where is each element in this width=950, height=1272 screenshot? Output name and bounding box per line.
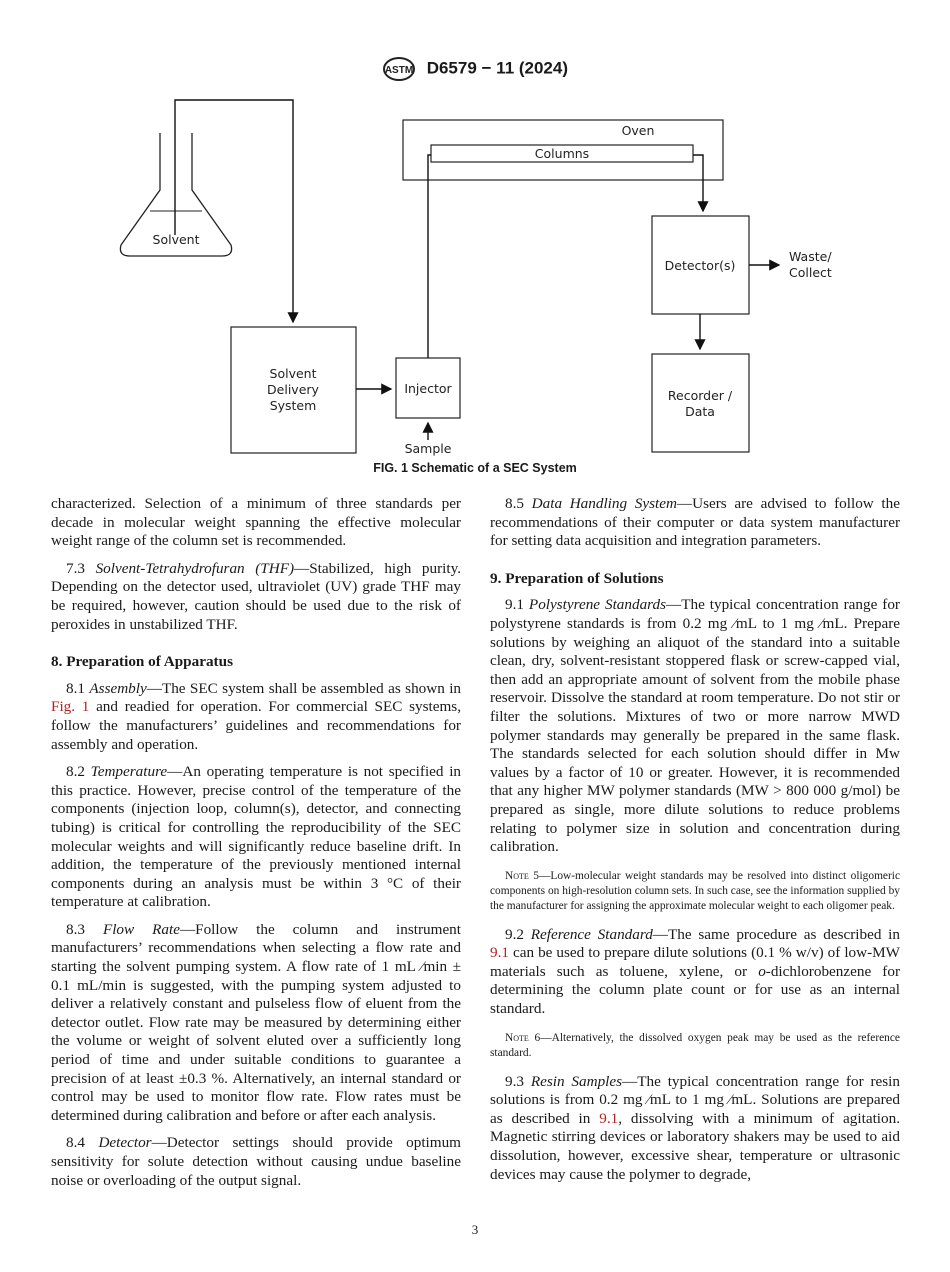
- astm-logo-icon: ASTM: [382, 57, 415, 81]
- sec-system-schematic: Solvent Oven Columns Detector(s) Waste/ …: [119, 99, 832, 456]
- paragraph-8-4: 8.4 Detector—Detector settings should pr…: [51, 1134, 461, 1189]
- oven-box: [402, 119, 724, 181]
- sds-label-3: System: [270, 398, 317, 413]
- oven-label: Oven: [622, 123, 655, 138]
- left-column: characterized. Selection of a minimum of…: [51, 495, 461, 1199]
- paragraph-7-2-continued: characterized. Selection of a minimum of…: [51, 495, 461, 550]
- paragraph-8-2: 8.2 Temperature—An operating temperature…: [51, 763, 462, 911]
- solvent-line: [174, 99, 299, 324]
- note-5: Note 5—Low-molecular weight standards ma…: [490, 869, 900, 912]
- paragraph-8-1: 8.1 Assembly—The SEC system shall be ass…: [51, 679, 462, 753]
- recorder-label-1: Recorder /: [668, 388, 733, 403]
- injector-box: [395, 357, 461, 419]
- injector-label: Injector: [404, 381, 452, 396]
- detector-label: Detector(s): [665, 258, 736, 273]
- figure-caption: FIG. 1 Schematic of a SEC System: [373, 461, 577, 475]
- paragraph-8-5: 8.5 Data Handling System—Users are advis…: [490, 495, 900, 550]
- svg-text:ASTM: ASTM: [385, 65, 413, 76]
- columns-box: [430, 144, 694, 163]
- sample-label: Sample: [405, 441, 452, 456]
- paragraph-9-3: 9.3 Resin Samples—The typical concentrat…: [490, 1072, 900, 1183]
- paragraph-8-3: 8.3 Flow Rate—Follow the column and inst…: [51, 920, 461, 1124]
- page-header: ASTM D6579 − 11 (2024): [0, 56, 950, 82]
- solvent-delivery-box: [230, 326, 357, 454]
- section-9-1-link-2[interactable]: 9.1: [599, 1109, 619, 1127]
- columns-label: Columns: [535, 146, 589, 161]
- section-8-heading: 8. Preparation of Apparatus: [51, 653, 233, 671]
- columns-to-detector-line: [693, 154, 709, 213]
- waste-label-2: Collect: [789, 265, 832, 280]
- document-designation: D6579 − 11 (2024): [426, 58, 569, 78]
- waste-label-1: Waste/: [789, 249, 832, 264]
- paragraph-9-1: 9.1 Polystyrene Standards—The typical co…: [490, 596, 900, 856]
- solvent-label: Solvent: [153, 232, 200, 247]
- recorder-box: [651, 353, 750, 453]
- page-number: 3: [471, 1222, 479, 1237]
- recorder-label-2: Data: [685, 404, 715, 419]
- right-column: 8.5 Data Handling System—Users are advis…: [490, 495, 900, 1193]
- section-9-1-link[interactable]: 9.1: [490, 944, 509, 962]
- solvent-flask: Solvent: [119, 133, 233, 257]
- note-6: Note 6—Alternatively, the dissolved oxyg…: [490, 1031, 900, 1059]
- sds-label-1: Solvent: [270, 366, 317, 381]
- section-9-heading: 9. Preparation of Solutions: [490, 569, 664, 587]
- fig-1-link[interactable]: Fig. 1: [51, 698, 90, 716]
- paragraph-9-2: 9.2 Reference Standard—The same procedur…: [490, 925, 901, 1018]
- paragraph-7-3: 7.3 Solvent-Tetrahydrofuran (THF)—Stabil…: [51, 559, 462, 633]
- sds-label-2: Delivery: [267, 382, 319, 397]
- injector-to-columns-line: [427, 154, 431, 358]
